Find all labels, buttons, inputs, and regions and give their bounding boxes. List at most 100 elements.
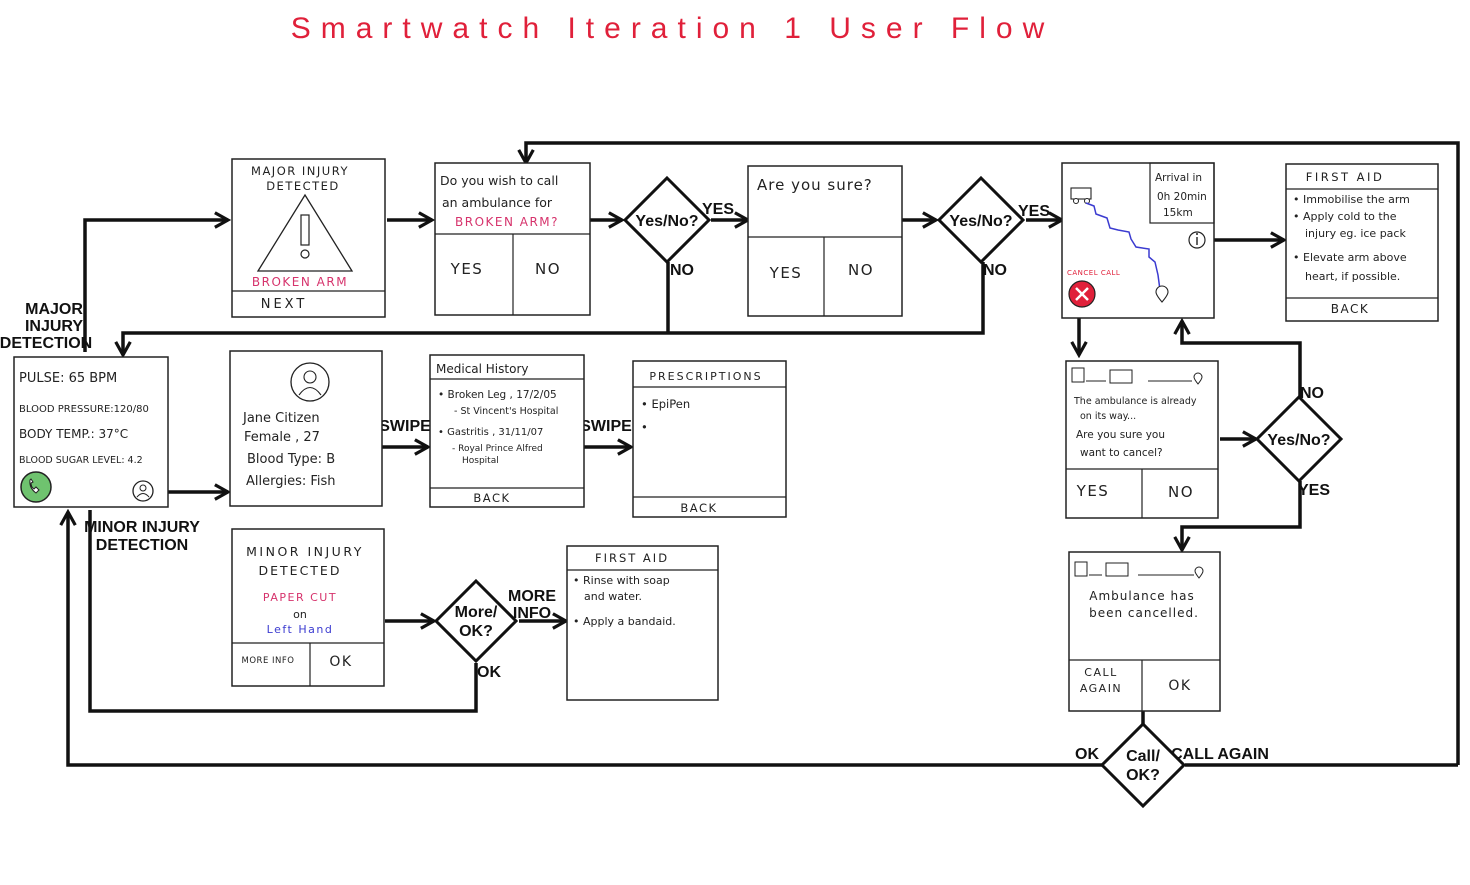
- call-yes-button[interactable]: YES: [450, 260, 484, 278]
- decision-yes-no-2: Yes/No?: [936, 175, 1026, 265]
- cancel-line-3: Are you sure you: [1076, 429, 1165, 441]
- minor-injury-name: PAPER CUT: [263, 591, 337, 604]
- decision-yes-no-1: Yes/No?: [622, 175, 712, 265]
- ok-return-arrow: [68, 512, 1102, 767]
- screen-vitals: PULSE: 65 BPM BLOOD PRESSURE:120/80 BODY…: [13, 356, 169, 508]
- top-loop-arrow: [526, 141, 1460, 765]
- ambulance-icon: [1070, 187, 1092, 204]
- call-prompt-line-1: Do you wish to call: [440, 173, 558, 188]
- info-icon[interactable]: [1188, 231, 1206, 249]
- screen-minor-injury: MINOR INJURY DETECTED PAPER CUT on Left …: [231, 528, 385, 687]
- profile-allergies: Allergies: Fish: [246, 474, 336, 489]
- call-again-button-1[interactable]: CALL: [1084, 666, 1117, 679]
- decision-label-1: More/: [455, 604, 498, 621]
- confirm-question: Are you sure?: [757, 176, 873, 194]
- pulse-text: PULSE: 65 BPM: [19, 371, 117, 386]
- edge-more-info-2: INFO: [513, 605, 551, 622]
- no-return-arrow: [123, 262, 985, 355]
- profile-name: Jane Citizen: [242, 411, 320, 426]
- cancel-yes-button[interactable]: YES: [1076, 482, 1110, 500]
- cancel-icon[interactable]: [1068, 280, 1096, 308]
- call-prompt-injury: BROKEN ARM?: [455, 215, 559, 229]
- decision-label-1: Call/: [1126, 748, 1160, 765]
- blood-sugar-text: BLOOD SUGAR LEVEL: 4.2: [19, 455, 143, 466]
- injury-name: BROKEN ARM: [252, 275, 348, 289]
- first-aid-title: FIRST AID: [1306, 170, 1385, 184]
- screen-medical-history: Medical History • Broken Leg , 17/2/05 -…: [429, 354, 585, 508]
- first-aid-item-3: • Elevate arm above: [1293, 251, 1407, 264]
- blood-pressure-text: BLOOD PRESSURE:120/80: [19, 404, 149, 415]
- screen-first-aid-minor: FIRST AID • Rinse with soap and water. •…: [566, 545, 719, 701]
- first-aid-minor-item-2: • Apply a bandaid.: [573, 615, 676, 628]
- arrival-line-3: 15km: [1163, 207, 1193, 219]
- side-labels: MAJOR INJURY DETECTION MINOR INJURY DETE…: [0, 301, 200, 554]
- cancel-line-2: on its way...: [1080, 411, 1136, 422]
- yes3-arrow: [1182, 481, 1302, 550]
- call-prompt-line-2: an ambulance for: [442, 195, 553, 210]
- edge-swipe-1: SWIPE: [379, 418, 431, 435]
- decision-more-ok: More/ OK?: [433, 578, 519, 664]
- history-item-2c: Hospital: [462, 456, 499, 466]
- major-detection-label-2: INJURY: [25, 318, 83, 335]
- screen-call-prompt: Do you wish to call an ambulance for BRO…: [434, 162, 591, 316]
- history-item-2b: - Royal Prince Alfred: [452, 444, 543, 454]
- decision-label: Yes/No?: [635, 213, 698, 230]
- prescription-item-empty: •: [641, 420, 648, 434]
- decision-label: Yes/No?: [949, 213, 1012, 230]
- confirm-yes-button[interactable]: YES: [769, 264, 803, 282]
- decision-label-2: OK?: [1126, 767, 1160, 784]
- cancel-line-1: The ambulance is already: [1073, 396, 1197, 407]
- first-aid-back-button[interactable]: BACK: [1331, 302, 1369, 316]
- prescriptions-title: PRESCRIPTIONS: [649, 370, 762, 383]
- location-pin-icon: [1155, 285, 1169, 303]
- edge-yes-1: YES: [702, 201, 734, 218]
- screen-confirm: Are you sure? YES NO: [747, 165, 903, 317]
- minor-injury-on: on: [293, 608, 307, 621]
- first-aid-item-2b: injury eg. ice pack: [1305, 227, 1406, 240]
- screen-prescriptions: PRESCRIPTIONS • EpiPen • BACK: [632, 360, 787, 518]
- cancelled-ok-button[interactable]: OK: [1168, 678, 1191, 694]
- major-detection-label-3: DETECTION: [0, 335, 92, 352]
- edge-more-info-1: MORE: [508, 588, 556, 605]
- first-aid-minor-item-1b: and water.: [584, 590, 642, 603]
- minor-injury-title-2: DETECTED: [259, 563, 342, 578]
- profile-gender-age: Female , 27: [244, 430, 320, 445]
- minor-ok-button[interactable]: OK: [329, 654, 352, 670]
- profile-blood-type: Blood Type: B: [247, 452, 335, 467]
- person-icon[interactable]: [132, 480, 154, 502]
- decision-label-2: OK?: [459, 623, 493, 640]
- edge-ok-final: OK: [1075, 746, 1099, 763]
- major-injury-title-1: MAJOR INJURY: [251, 164, 349, 178]
- history-back-button[interactable]: BACK: [473, 491, 510, 505]
- minor-injury-title-1: MINOR INJURY: [246, 544, 364, 559]
- body-temp-text: BODY TEMP.: 37°C: [19, 427, 128, 441]
- cancel-line-4: want to cancel?: [1080, 447, 1163, 459]
- phone-icon[interactable]: [20, 471, 52, 503]
- screen-cancel-confirm: The ambulance is already on its way... A…: [1065, 360, 1219, 519]
- hospital-ambulance-icon: [1071, 367, 1203, 385]
- confirm-no-button[interactable]: NO: [848, 261, 874, 279]
- prescription-item-1: • EpiPen: [641, 397, 690, 411]
- screen-major-injury: MAJOR INJURY DETECTED BROKEN ARM NEXT: [231, 158, 386, 318]
- minor-detection-line: [88, 510, 478, 713]
- major-detection-label-1: MAJOR: [25, 301, 83, 318]
- edge-ok-minor: OK: [477, 664, 501, 681]
- decision-yes-no-3: Yes/No?: [1254, 394, 1344, 484]
- screen-first-aid-major: FIRST AID • Immobilise the arm • Apply c…: [1285, 163, 1439, 322]
- next-button[interactable]: NEXT: [261, 297, 308, 312]
- more-info-button[interactable]: MORE INFO: [242, 656, 295, 666]
- edge-no-3: NO: [1300, 385, 1324, 402]
- call-again-button-2[interactable]: AGAIN: [1080, 682, 1122, 695]
- decision-label: Yes/No?: [1267, 432, 1330, 449]
- first-aid-minor-title: FIRST AID: [595, 551, 669, 565]
- minor-detection-label-2: DETECTION: [96, 537, 188, 554]
- edge-no-2: NO: [983, 262, 1007, 279]
- minor-detection-label-1: MINOR INJURY: [84, 519, 200, 536]
- cancel-no-button[interactable]: NO: [1168, 483, 1194, 501]
- prescriptions-back-button[interactable]: BACK: [680, 501, 717, 515]
- screen-profile: Jane Citizen Female , 27 Blood Type: B A…: [229, 350, 383, 507]
- call-no-button[interactable]: NO: [535, 260, 561, 278]
- first-aid-item-1: • Immobilise the arm: [1293, 193, 1410, 206]
- edge-yes-3: YES: [1298, 482, 1330, 499]
